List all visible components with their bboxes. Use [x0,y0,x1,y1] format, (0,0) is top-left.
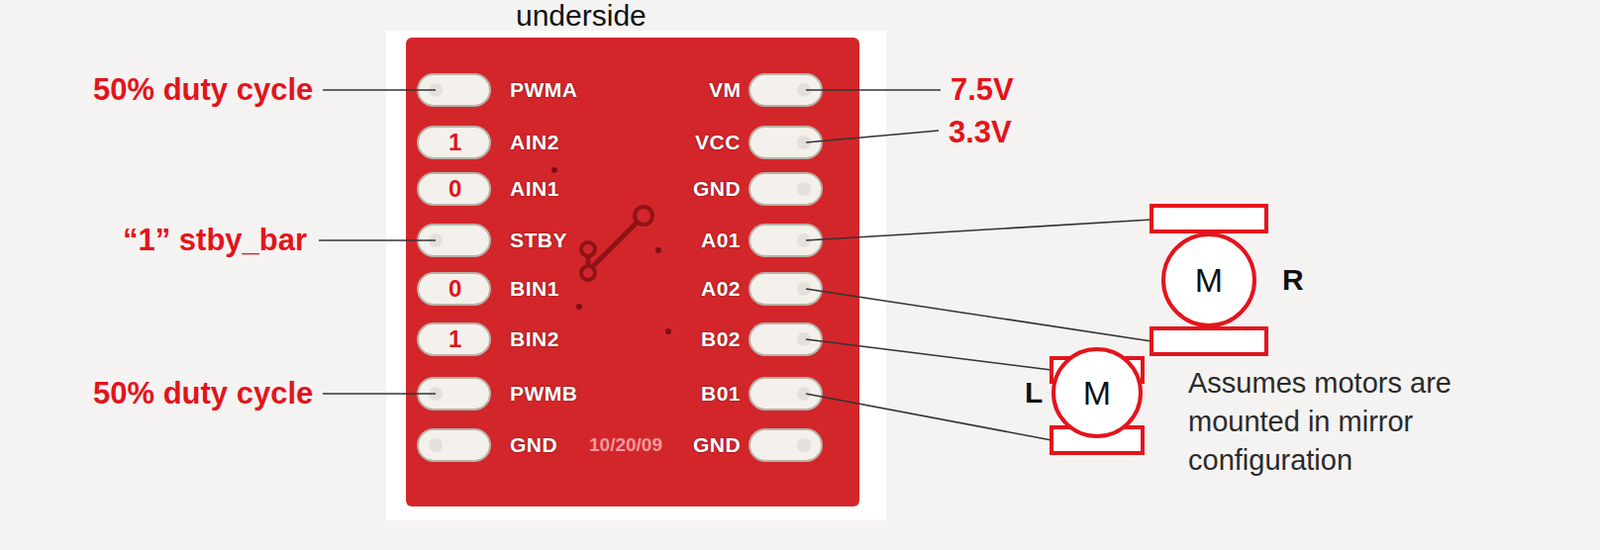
photo-ground [386,30,887,521]
pin-name: PWMA [509,78,579,102]
annotation: 50% duty cycle [93,376,313,412]
side-label: L [1024,376,1043,411]
pin-name: PWMB [509,382,579,406]
pin-name: VCC [695,130,741,155]
voltage-label: 3.3V [948,114,1012,151]
voltage-label: 7.5V [950,72,1014,108]
pin-name: GND [509,433,558,458]
vias [581,206,653,281]
board-date: 10/20/09 [589,434,663,457]
pin-name: A02 [700,277,741,301]
heading: underside [515,0,647,34]
annotation: “1” stby_bar [122,222,307,259]
leader-lines [318,90,1152,441]
via-dots [551,167,672,335]
motor-symbol: M [1160,231,1258,329]
pin-name: B02 [700,327,741,352]
logic-level: 1 [448,128,462,157]
motor-letter: M [1195,261,1223,300]
logic-level: 0 [448,275,462,303]
pin-name: GND [693,433,741,458]
motor-letter: M [1083,374,1111,413]
note: Assumes motors are mounted in mirror con… [1188,364,1476,481]
side-label: R [1282,263,1304,299]
pin-name: BIN1 [509,277,560,301]
pin-name: AIN2 [509,130,560,155]
pads [417,74,822,462]
annotation: 50% duty cycle [93,72,313,108]
pin-name: A01 [700,228,741,253]
logic-level: 1 [448,325,462,354]
pin-name: VM [708,78,742,102]
motor-symbol: M [1050,346,1144,440]
pad-holes [428,83,811,453]
pin-name: AIN1 [509,177,560,201]
traces [588,215,644,272]
pin-name: STBY [509,228,568,253]
pin-name: BIN2 [509,327,560,352]
pin-name: GND [693,177,741,201]
pin-name: B01 [700,382,741,406]
pcb [405,37,860,507]
logic-level: 0 [448,175,462,203]
